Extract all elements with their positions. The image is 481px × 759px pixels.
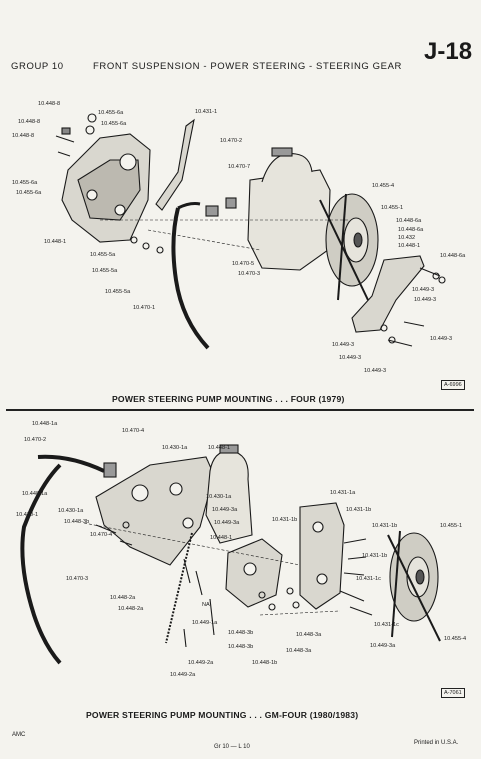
callout: 10.448-3a xyxy=(286,648,312,654)
callout: 10.430-1a xyxy=(206,494,232,500)
callout: 10.448-3b xyxy=(228,644,254,650)
callout: 10.455-5a xyxy=(92,268,118,274)
callout: 10.455-1 xyxy=(440,523,463,529)
callout: 10.448-6a xyxy=(440,253,466,259)
callout: 10.431-1b xyxy=(362,553,388,559)
callout: 10.431-1b xyxy=(272,517,298,523)
callout: 10.448-1 xyxy=(44,239,67,245)
callout: 10.455-1 xyxy=(381,205,404,211)
page-number: J-18 xyxy=(424,38,473,65)
callout: 10.470-3 xyxy=(66,576,89,582)
callout: 10.431-1b xyxy=(372,523,398,529)
callout: 10.431-1c xyxy=(356,576,381,582)
figure1-caption: POWER STEERING PUMP MOUNTING . . . FOUR … xyxy=(112,394,345,404)
section-title: FRONT SUSPENSION - POWER STEERING - STEE… xyxy=(93,61,402,72)
callout: 10.449-3a xyxy=(214,520,240,526)
callout: 10.432 xyxy=(398,235,416,241)
callout: NA xyxy=(202,602,210,608)
figure-divider xyxy=(6,409,474,411)
callout: 10.449-3 xyxy=(430,336,453,342)
footer-right: Printed in U.S.A. xyxy=(414,740,459,746)
callout: 10.448-3b xyxy=(228,630,254,636)
callout: 10.455-5a xyxy=(105,289,131,295)
callout: 10.455-4 xyxy=(372,183,395,189)
callout: 10.448-6a xyxy=(396,218,422,224)
callout: 10.448-2a xyxy=(118,606,144,612)
callout: 10.470-7 xyxy=(228,164,251,170)
callout: 10.448-3a xyxy=(296,632,322,638)
figure1-code: A-6996 xyxy=(441,380,465,390)
footer-center: Gr 10 — L 10 xyxy=(214,744,250,750)
callout: 10.448-3b xyxy=(64,519,90,525)
callout: 10.449-3a xyxy=(212,507,238,513)
figure2-caption: POWER STEERING PUMP MOUNTING . . . GM-FO… xyxy=(86,710,359,720)
callout: 10.455-5a xyxy=(90,252,116,258)
callout: 10.470-4 xyxy=(122,428,145,434)
callout: 10.470-1 xyxy=(133,305,156,311)
callout: 10.448-8 xyxy=(18,119,41,125)
callout: 10.455-6a xyxy=(98,110,124,116)
callout: 10.455-6a xyxy=(101,121,127,127)
callout: 10.430-1a xyxy=(58,508,84,514)
callout: 10.470-1 xyxy=(16,512,39,518)
callout: 10.431-1b xyxy=(346,507,372,513)
callout: 10.470-2 xyxy=(24,437,47,443)
callout: 10.448-1 xyxy=(398,243,421,249)
callout: 10.431-1a xyxy=(330,490,356,496)
callout: 10.448-6a xyxy=(398,227,424,233)
callout: 10.448-1 xyxy=(208,445,231,451)
callout: 10.448-1a xyxy=(22,491,48,497)
callout: 10.470-3 xyxy=(238,271,261,277)
callout: 10.470-4 xyxy=(90,532,113,538)
callout: 10.470-5 xyxy=(232,261,255,267)
callout: 10.448-2a xyxy=(110,595,136,601)
footer-left: AMC xyxy=(12,732,26,738)
figure1-drawing xyxy=(55,113,446,350)
callout: 10.449-3 xyxy=(412,287,435,293)
callout: 10.448-8 xyxy=(38,101,61,107)
figure2-drawing xyxy=(20,444,441,665)
callout: 10.455-6a xyxy=(12,180,38,186)
callout: 10.449-2a xyxy=(170,672,196,678)
callout: 10.455-4 xyxy=(444,636,467,642)
callout: 10.455-6a xyxy=(16,190,42,196)
callout: 10.431-1c xyxy=(374,622,399,628)
callout: 10.449-1a xyxy=(192,620,218,626)
callout: 10.449-3 xyxy=(364,368,387,374)
callout: 10.449-3 xyxy=(332,342,355,348)
callout: 10.449-3 xyxy=(339,355,362,361)
callout: 10.449-2a xyxy=(188,660,214,666)
callout: 10.448-8 xyxy=(12,133,35,139)
callout: 10.448-1b xyxy=(252,660,278,666)
callout: 10.470-2 xyxy=(220,138,243,144)
callout: 10.430-1a xyxy=(162,445,188,451)
callout: 10.448-1a xyxy=(32,421,58,427)
callout: 10.448-1 xyxy=(210,535,233,541)
callout: 10.431-1 xyxy=(195,109,218,115)
callout: 10.449-3a xyxy=(370,643,396,649)
figure2-code: A-7061 xyxy=(441,688,465,698)
callout: 10.449-3 xyxy=(414,297,437,303)
group-label: GROUP 10 xyxy=(11,61,64,72)
